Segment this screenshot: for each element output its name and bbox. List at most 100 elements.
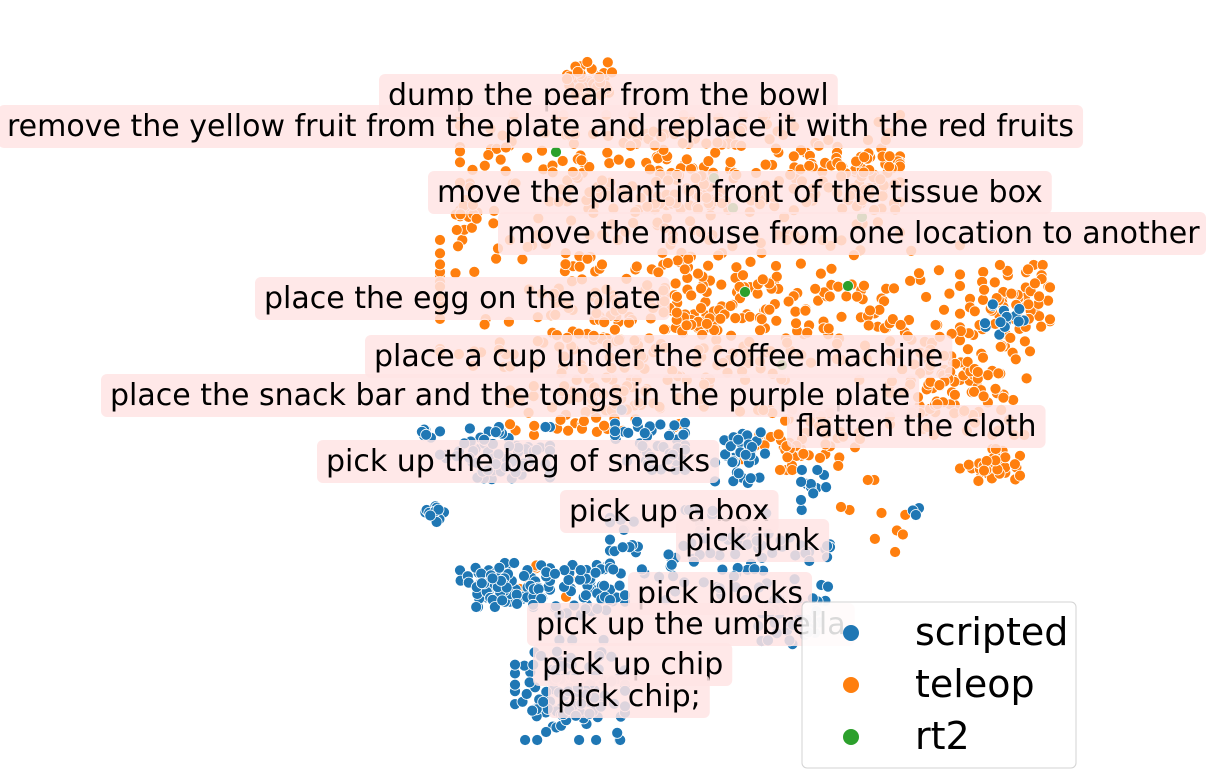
point-teleop xyxy=(787,150,800,163)
point-teleop xyxy=(795,257,807,270)
annotation-background xyxy=(317,440,720,483)
annotation-label: pick up the bag of snacks xyxy=(317,440,720,483)
point-teleop xyxy=(814,452,826,464)
point-teleop xyxy=(661,257,674,269)
annotation-label: move the mouse from one location to anot… xyxy=(498,212,1206,255)
annotation-background xyxy=(676,519,830,562)
legend: scripted teleop rt2 xyxy=(801,601,1077,769)
point-teleop xyxy=(961,355,974,368)
annotation-text: place the egg on the plate xyxy=(264,281,661,316)
annotation-text: pick up the bag of snacks xyxy=(326,444,710,479)
point-scripted xyxy=(1012,315,1025,328)
point-scripted xyxy=(537,696,550,708)
point-teleop xyxy=(835,160,847,173)
point-teleop xyxy=(803,159,816,172)
point-teleop xyxy=(978,283,990,296)
point-teleop xyxy=(861,474,874,486)
point-teleop xyxy=(994,340,1007,353)
point-teleop xyxy=(490,252,503,265)
point-teleop xyxy=(465,221,478,234)
point-scripted xyxy=(795,504,808,516)
point-teleop xyxy=(1044,281,1056,294)
point-scripted xyxy=(979,317,991,330)
point-teleop xyxy=(889,546,901,558)
point-teleop xyxy=(556,155,569,167)
point-teleop xyxy=(1014,469,1026,482)
point-teleop xyxy=(894,319,907,331)
point-teleop xyxy=(1020,372,1033,385)
point-scripted xyxy=(590,734,602,746)
legend-marker-teleop xyxy=(843,677,859,693)
point-scripted xyxy=(509,658,521,671)
point-teleop xyxy=(994,259,1006,271)
point-scripted xyxy=(796,464,808,476)
point-teleop xyxy=(724,300,737,312)
point-teleop xyxy=(559,258,572,271)
point-scripted xyxy=(668,419,681,432)
point-teleop xyxy=(875,507,888,519)
point-scripted xyxy=(511,598,523,610)
point-teleop xyxy=(470,212,483,225)
point-scripted xyxy=(420,428,433,441)
point-teleop xyxy=(832,280,845,293)
point-teleop xyxy=(669,277,682,290)
point-scripted xyxy=(609,425,621,438)
point-teleop xyxy=(799,304,812,317)
point-scripted xyxy=(519,734,531,746)
point-teleop xyxy=(774,464,786,476)
point-scripted xyxy=(739,448,752,461)
point-teleop xyxy=(1029,277,1041,290)
point-teleop xyxy=(601,146,614,159)
annotation-label: pick junk xyxy=(676,519,830,562)
point-scripted xyxy=(807,487,820,500)
point-teleop xyxy=(978,464,990,477)
point-teleop xyxy=(487,217,500,230)
point-teleop xyxy=(504,418,516,431)
point-scripted xyxy=(573,734,585,746)
annotation-label: flatten the cloth xyxy=(787,405,1046,448)
point-teleop xyxy=(1009,458,1021,471)
point-teleop xyxy=(652,266,665,279)
point-teleop xyxy=(797,447,810,460)
point-teleop xyxy=(888,282,900,295)
point-scripted xyxy=(518,570,530,582)
point-scripted xyxy=(488,601,501,613)
annotation-text: pick junk xyxy=(685,523,820,558)
point-teleop xyxy=(729,312,742,325)
point-teleop xyxy=(1033,290,1045,303)
point-scripted xyxy=(470,601,483,613)
point-teleop xyxy=(450,224,463,236)
point-teleop xyxy=(835,501,847,513)
point-teleop xyxy=(575,154,588,167)
annotation-background xyxy=(0,105,1084,148)
legend-marker-rt2 xyxy=(843,729,859,745)
point-teleop xyxy=(468,265,481,278)
point-scripted xyxy=(540,726,552,738)
point-scripted xyxy=(463,422,476,435)
annotation-text: pick chip; xyxy=(557,679,701,714)
point-teleop xyxy=(624,157,636,170)
point-teleop xyxy=(1036,259,1049,271)
point-teleop xyxy=(962,458,975,471)
point-teleop xyxy=(781,451,794,464)
point-scripted xyxy=(663,429,675,442)
point-teleop xyxy=(999,451,1012,464)
point-teleop xyxy=(869,533,881,545)
point-teleop xyxy=(612,153,625,166)
point-scripted xyxy=(434,425,446,438)
annotation-text: move the plant in front of the tissue bo… xyxy=(437,175,1043,210)
point-teleop xyxy=(478,318,491,331)
legend-label-teleop: teleop xyxy=(915,662,1035,706)
point-teleop xyxy=(578,415,590,428)
point-scripted xyxy=(598,579,610,592)
point-teleop xyxy=(992,367,1005,380)
annotation-background xyxy=(428,171,1052,214)
point-teleop xyxy=(1007,394,1020,406)
point-teleop xyxy=(988,276,1001,289)
point-teleop xyxy=(755,313,768,326)
point-teleop xyxy=(789,305,802,318)
point-scripted xyxy=(475,577,488,590)
point-teleop xyxy=(790,317,802,330)
annotation-background xyxy=(498,212,1206,255)
point-teleop xyxy=(670,306,683,319)
